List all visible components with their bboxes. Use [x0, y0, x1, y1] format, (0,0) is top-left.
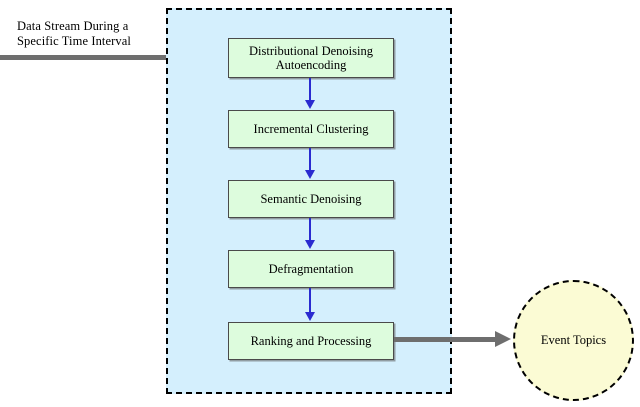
- arrow-stage3-to-stage4: [305, 218, 315, 249]
- arrow-stage1-to-stage2: [305, 78, 315, 109]
- stage-label: Ranking and Processing: [250, 333, 372, 348]
- stage-label: Incremental Clustering: [253, 121, 369, 136]
- arrow-stage4-to-stage5: [305, 288, 315, 321]
- input-stream-label: Data Stream During a Specific Time Inter…: [17, 19, 131, 48]
- output-node-label: Event Topics: [540, 333, 607, 347]
- stage-box-defragmentation[interactable]: Defragmentation: [228, 250, 394, 288]
- stage-label: Semantic Denoising: [260, 191, 362, 206]
- stage-label: Defragmentation: [268, 261, 354, 276]
- output-node-event-topics[interactable]: Event Topics: [513, 280, 634, 401]
- stage-label: Distributional Denoising Autoencoding: [249, 43, 373, 73]
- stage-box-semantic-denoising[interactable]: Semantic Denoising: [228, 180, 394, 218]
- stage-box-incremental-clustering[interactable]: Incremental Clustering: [228, 110, 394, 148]
- output-arrow: [394, 331, 511, 347]
- stage-box-distributional-denoising-autoencoding[interactable]: Distributional Denoising Autoencoding: [228, 38, 394, 78]
- stage-box-ranking-and-processing[interactable]: Ranking and Processing: [228, 322, 394, 360]
- arrow-stage2-to-stage3: [305, 148, 315, 179]
